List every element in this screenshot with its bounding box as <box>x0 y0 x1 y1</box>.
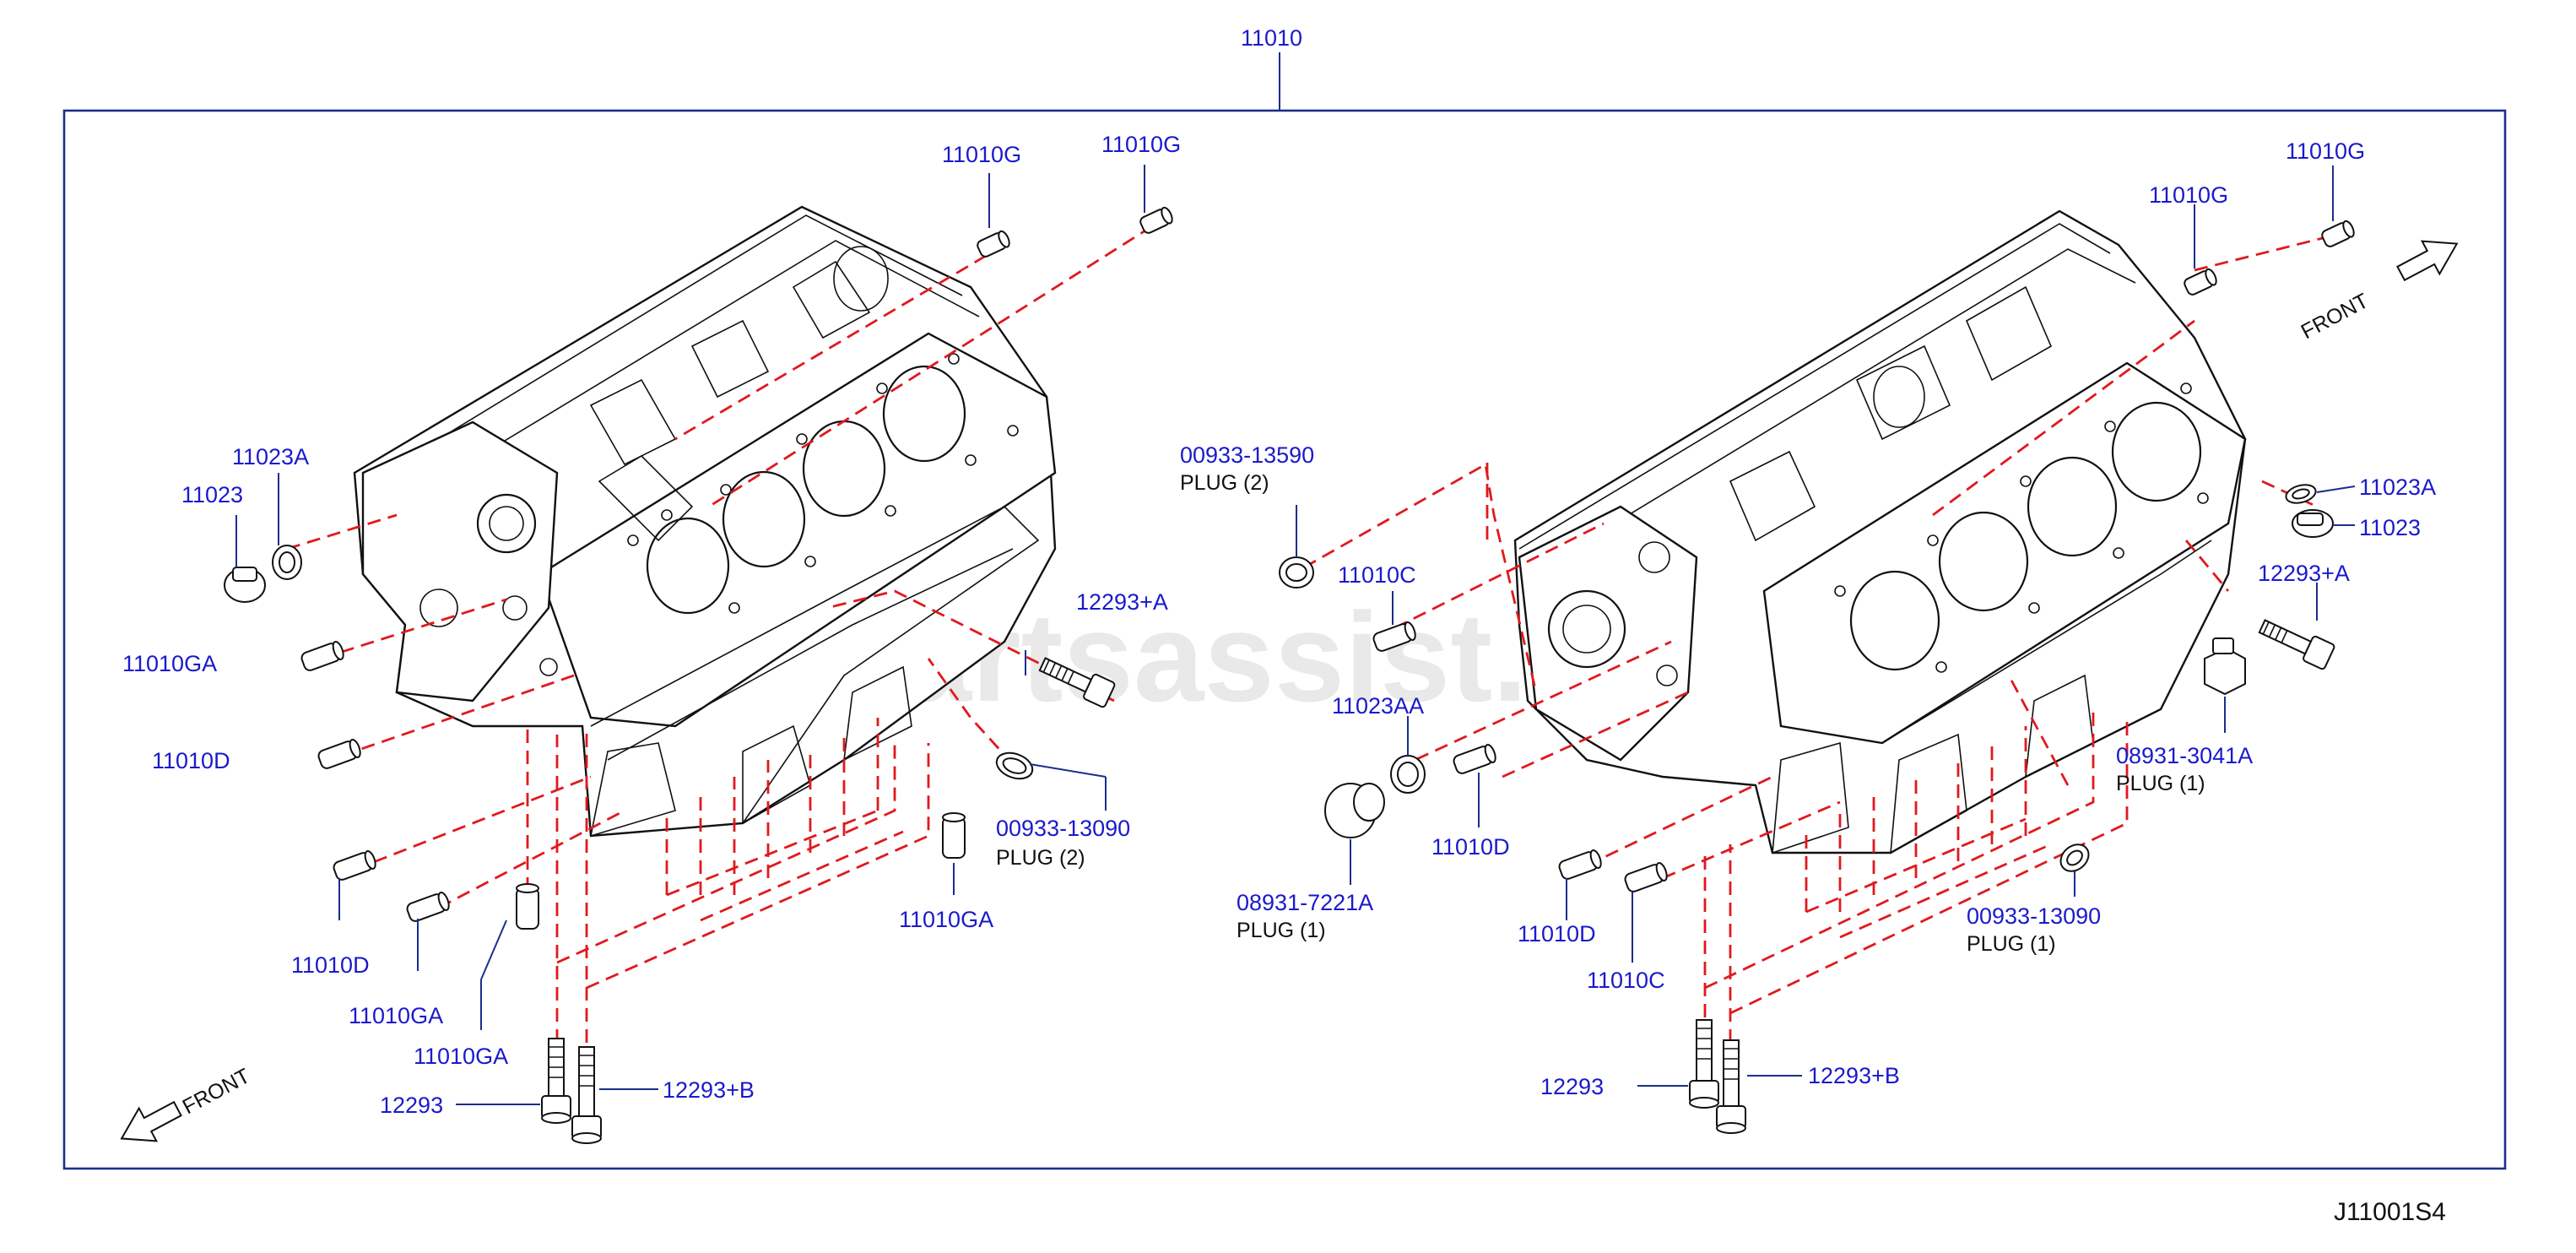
right-parts <box>1279 220 2355 1134</box>
label-11023a[interactable]: 11023A <box>2359 475 2436 500</box>
bolt-icon <box>571 1046 602 1144</box>
front-label: FRONT <box>2297 289 2373 344</box>
front-label: FRONT <box>179 1064 254 1119</box>
label-11010c[interactable]: 11010C <box>1587 968 1665 993</box>
label-11023[interactable]: 11023 <box>181 482 243 507</box>
label-11010d[interactable]: 11010D <box>291 952 370 978</box>
drain-plug-icon <box>1324 783 1385 838</box>
dowel-pin-icon <box>1372 621 1416 652</box>
label-11010g[interactable]: 11010G <box>1101 132 1181 157</box>
left-dashed-lines <box>286 225 1153 1043</box>
assembly-number[interactable]: 11010 <box>1241 25 1302 51</box>
right-cylinder-block <box>1513 209 2247 854</box>
dowel-pin-icon <box>2321 220 2355 247</box>
label-11010ga[interactable]: 11010GA <box>899 907 993 932</box>
label-12293-b[interactable]: 12293+B <box>663 1077 755 1103</box>
label-11010g[interactable]: 11010G <box>942 142 1021 167</box>
label-12293[interactable]: 12293 <box>1540 1074 1604 1099</box>
right-leaders <box>1296 165 2356 1087</box>
label-11010g[interactable]: 11010G <box>2149 182 2228 208</box>
plug-quantity-note: PLUG (1) <box>1237 919 1326 942</box>
plug-quantity-note: PLUG (1) <box>1967 932 2056 956</box>
dowel-pin-icon <box>1558 849 1602 880</box>
dowel-pin-icon <box>1624 861 1668 892</box>
drain-plug-icon <box>224 567 266 603</box>
diagram-code: J11001S4 <box>2334 1198 2446 1226</box>
label-11010d[interactable]: 11010D <box>1431 834 1510 860</box>
label-12293[interactable]: 12293 <box>380 1093 443 1118</box>
label-11023aa[interactable]: 11023AA <box>1332 693 1424 719</box>
right-dashed-lines <box>1303 231 2347 1064</box>
bolt-icon <box>541 1038 571 1124</box>
label-08931-3041a[interactable]: 08931-3041A <box>2116 743 2253 768</box>
dowel-pin-icon <box>333 849 376 881</box>
dowel-pin-icon <box>317 738 361 769</box>
label-00933-13090[interactable]: 00933-13090 <box>996 816 1130 841</box>
label-11010ga[interactable]: 11010GA <box>122 651 217 676</box>
bolt-icon <box>1038 657 1116 708</box>
bolt-icon <box>1689 1019 1719 1109</box>
cup-plug-icon <box>995 751 1034 780</box>
front-arrow-icon <box>120 1100 182 1142</box>
label-11023a[interactable]: 11023A <box>232 444 309 469</box>
label-00933-13090[interactable]: 00933-13090 <box>1967 903 2101 929</box>
drain-plug-icon <box>2292 509 2334 538</box>
left-leaders <box>235 165 1145 1105</box>
label-08931-7221a[interactable]: 08931-7221A <box>1237 890 1373 915</box>
label-11010ga[interactable]: 11010GA <box>414 1044 508 1069</box>
label-11010d[interactable]: 11010D <box>1518 921 1596 947</box>
bolt-icon <box>1716 1039 1746 1134</box>
label-00933-13590[interactable]: 00933-13590 <box>1180 442 1314 468</box>
left-cylinder-block <box>353 205 1057 838</box>
plug-quantity-note: PLUG (2) <box>1180 471 1269 495</box>
left-parts <box>224 206 1173 1144</box>
cup-plug-icon <box>1279 556 1314 589</box>
cup-plug-icon <box>2059 843 2090 872</box>
plug-quantity-note: PLUG (2) <box>996 846 1085 870</box>
label-11023[interactable]: 11023 <box>2359 515 2421 540</box>
washer-icon <box>1390 755 1426 794</box>
dowel-pin-icon <box>300 640 344 671</box>
label-12293-a[interactable]: 12293+A <box>1076 589 1168 615</box>
front-arrow-icon <box>2396 240 2459 282</box>
dowel-pin-icon <box>516 883 539 930</box>
dowel-pin-icon <box>406 891 450 922</box>
bolt-icon <box>2258 619 2335 670</box>
label-12293-b[interactable]: 12293+B <box>1808 1063 1900 1088</box>
label-11010d[interactable]: 11010D <box>152 748 230 773</box>
washer-icon <box>2285 484 2317 504</box>
dowel-pin-icon <box>977 230 1010 258</box>
dowel-pin-icon <box>1453 743 1496 774</box>
assembly-frame <box>62 109 2507 1170</box>
label-11010ga[interactable]: 11010GA <box>349 1003 443 1028</box>
plug-quantity-note: PLUG (1) <box>2116 772 2205 795</box>
dowel-pin-icon <box>942 812 966 859</box>
dowel-pin-icon <box>2184 268 2217 296</box>
washer-icon <box>272 545 302 580</box>
label-11010c[interactable]: 11010C <box>1338 562 1416 588</box>
label-12293-a[interactable]: 12293+A <box>2258 561 2350 586</box>
label-11010g[interactable]: 11010G <box>2286 138 2365 164</box>
drain-plug-icon <box>2204 637 2246 696</box>
dowel-pin-icon <box>1139 206 1173 234</box>
